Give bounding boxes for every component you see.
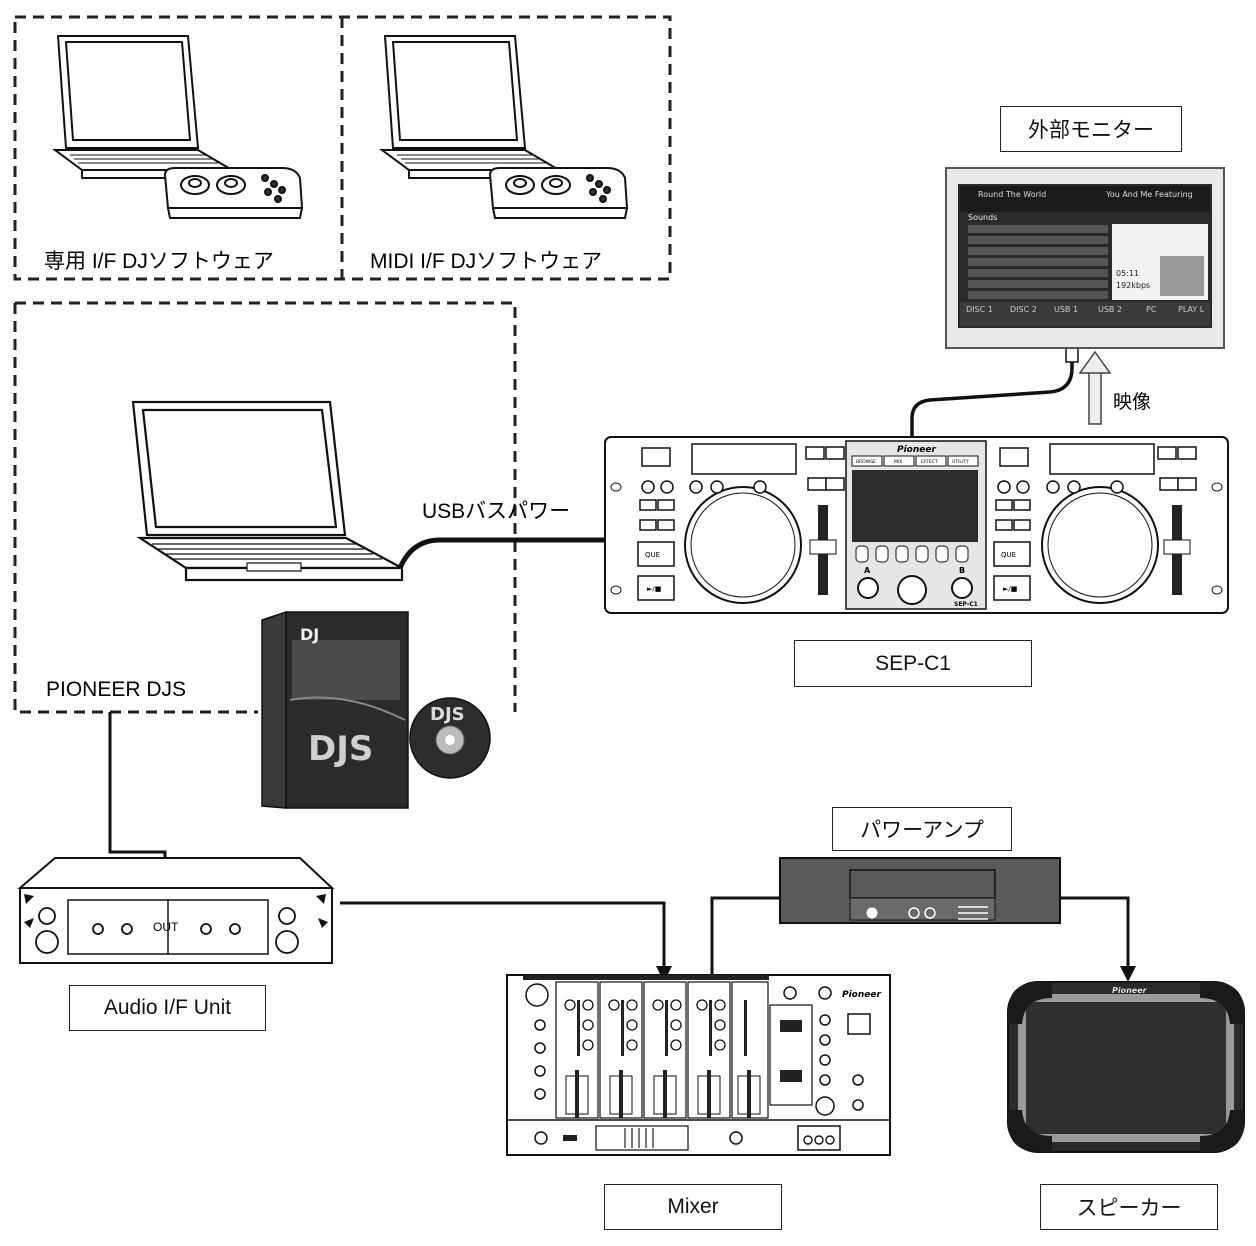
- software-options-frame: [13, 15, 672, 281]
- audio-if-out-label: OUT: [153, 920, 179, 934]
- external-monitor-label: 外部モニター: [1028, 119, 1154, 142]
- controller-icon-dedicated: [163, 167, 304, 219]
- usb-cable: [397, 537, 605, 570]
- laptop-icon-dedicated: [51, 35, 236, 179]
- pioneer-logo-speaker: Pioneer: [1112, 986, 1148, 995]
- sep-c1-label-box: SEP-C1: [794, 640, 1032, 687]
- pc-to-audio-if-cable: [108, 712, 167, 862]
- monitor-header-right: You And Me Featuring: [1105, 190, 1193, 199]
- power-amp-label: パワーアンプ: [860, 819, 984, 842]
- audio-if-unit-icon: OUT: [17, 857, 335, 964]
- pioneer-logo-controller: Pioneer: [897, 445, 936, 455]
- video-label: 映像: [1113, 391, 1151, 413]
- monitor-tab: DISC 2: [1010, 305, 1037, 314]
- monitor-list-title: Sounds: [968, 213, 997, 222]
- browse-button-label: BROWSE: [856, 459, 876, 465]
- mixer-icon: Pioneer: [506, 974, 891, 1156]
- monitor-tab: PLAY L: [1178, 305, 1205, 314]
- power-amp-label-box: パワーアンプ: [832, 807, 1012, 851]
- laptop-icon-midi: [378, 35, 563, 179]
- utility-button-label: UTILITY: [952, 459, 969, 465]
- audio-if-to-mixer-cable: [340, 901, 666, 972]
- speaker-input-arrowhead: [1120, 966, 1136, 982]
- que-button-label-left: QUE: [645, 551, 660, 559]
- monitor-tab: PC: [1146, 305, 1157, 314]
- effect-button-label: EFFECT: [921, 459, 938, 465]
- pro-dj-logo: DJ: [300, 625, 319, 644]
- play-button-label-left: ►/■: [647, 585, 661, 593]
- usb-bus-power-label: USBバスパワー: [422, 500, 570, 523]
- monitor-tab: DISC 1: [966, 305, 993, 314]
- que-button-label-right: QUE: [1001, 551, 1016, 559]
- external-monitor-label-box: 外部モニター: [1000, 106, 1182, 152]
- power-amp-icon: [779, 857, 1061, 924]
- pioneer-logo-mixer: Pioneer: [842, 990, 881, 1000]
- controller-icon-midi: [488, 167, 629, 219]
- mixer-to-amp-cable: [710, 896, 780, 975]
- pioneer-djs-frame: [13, 301, 517, 714]
- mixer-label: Mixer: [667, 1195, 719, 1218]
- play-button-label-right: ►/■: [1003, 585, 1017, 593]
- video-cable: [910, 350, 1074, 440]
- external-monitor-icon: Round The World You And Me Featuring Sou…: [945, 167, 1225, 349]
- amp-to-speaker-cable: [1060, 896, 1130, 972]
- mix-button-label: MIX: [894, 459, 902, 465]
- mixer-label-box: Mixer: [604, 1184, 782, 1230]
- deck-a-label: A: [864, 566, 871, 575]
- video-arrow: [1078, 350, 1112, 425]
- speaker-label: スピーカー: [1076, 1197, 1182, 1220]
- audio-if-unit-label: Audio I/F Unit: [103, 996, 232, 1019]
- midi-software-label: MIDI I/F DJソフトウェア: [370, 250, 602, 273]
- monitor-header-left: Round The World: [978, 190, 1046, 199]
- speaker-icon: Pioneer: [1007, 981, 1245, 1153]
- deck-b-label: B: [959, 566, 965, 575]
- monitor-info-rate: 192kbps: [1116, 281, 1150, 290]
- monitor-tab: USB 1: [1054, 305, 1078, 314]
- monitor-tab: USB 2: [1098, 305, 1122, 314]
- speaker-label-box: スピーカー: [1040, 1184, 1218, 1230]
- djs-box-logo: DJS: [308, 729, 373, 769]
- djs-cd-icon: DJS: [409, 697, 491, 779]
- monitor-info-time: 05:11: [1116, 269, 1139, 278]
- sep-c1-controller-icon: QUE ►/■ Pioneer BROWSE MIX EFFECT UTILIT…: [604, 436, 1229, 614]
- djs-software-package: DJS DJ: [261, 610, 409, 809]
- dedicated-software-label: 専用 I/F DJソフトウェア: [44, 250, 274, 273]
- sep-c1-label: SEP-C1: [875, 651, 951, 675]
- pioneer-djs-label: PIONEER DJS: [46, 678, 186, 701]
- laptop-icon-main: [131, 400, 404, 582]
- video-connector: [1065, 347, 1079, 363]
- audio-if-unit-label-box: Audio I/F Unit: [69, 985, 266, 1031]
- djs-cd-logo: DJS: [430, 704, 465, 725]
- controller-model-label: SEP-C1: [954, 601, 978, 608]
